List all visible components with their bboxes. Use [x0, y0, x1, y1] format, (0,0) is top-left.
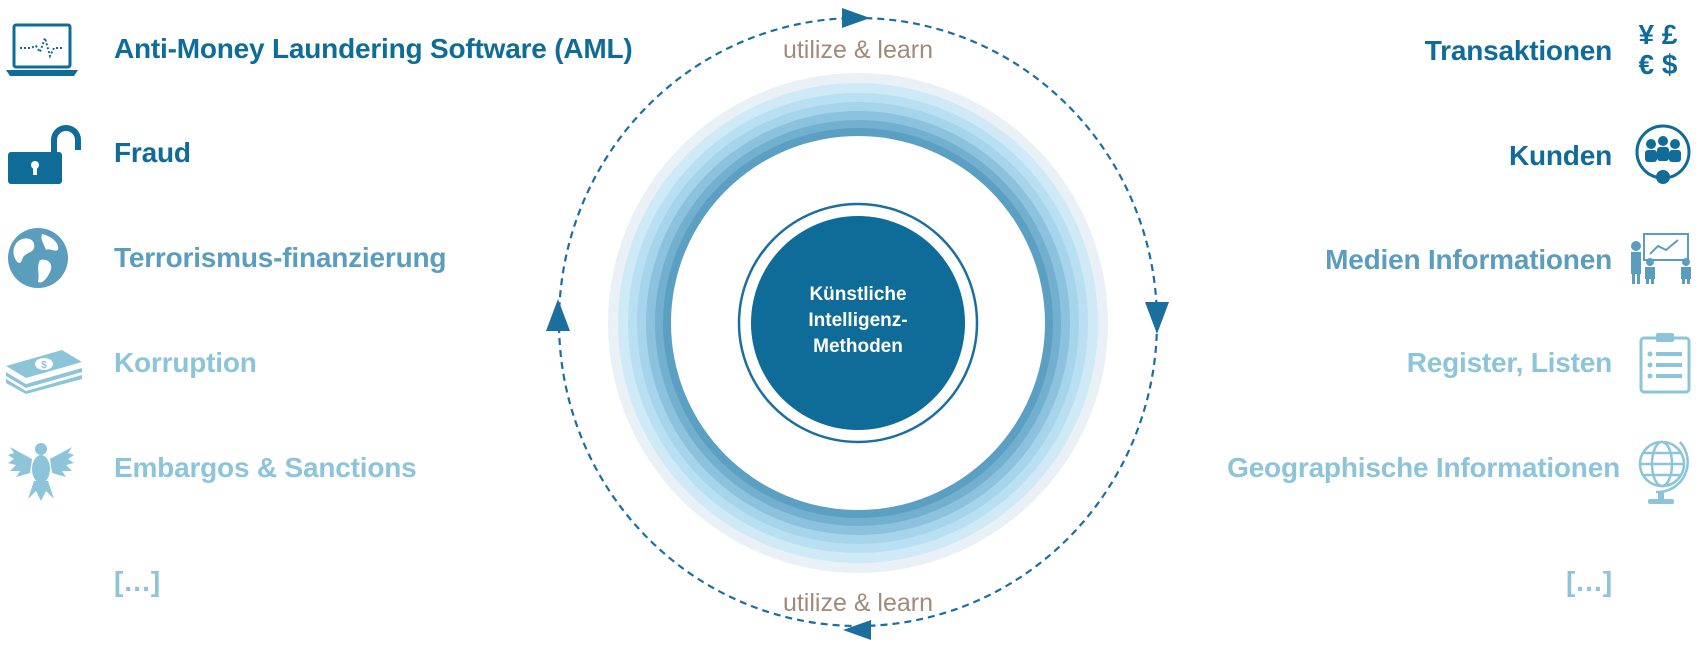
globe-earth-icon — [8, 228, 68, 288]
left-item-aml: Anti-Money Laundering Software (AML) — [114, 33, 633, 64]
right-item-geographic-information: Geographische Informationen — [1227, 452, 1620, 483]
cycle-label-bottom: utilize & learn — [782, 589, 934, 617]
wire-globe-icon — [1638, 440, 1689, 504]
currency-symbols-icon: ¥ £ € $ — [1628, 20, 1688, 80]
media-presentation-icon — [1631, 233, 1691, 284]
eagle-emblem-icon — [8, 443, 74, 501]
cycle-arrow-top — [842, 8, 870, 28]
unlocked-padlock-icon — [8, 125, 81, 184]
customers-group-icon — [1635, 124, 1691, 184]
center-title: Künstliche Intelligenz- Methoden — [752, 282, 964, 360]
cycle-arrow-right — [1145, 302, 1169, 334]
currency-symbols-row-2: € $ — [1638, 49, 1678, 80]
cycle-arrow-left — [546, 299, 570, 331]
right-item-media-information: Medien Informationen — [1325, 244, 1612, 275]
laptop-chart-icon — [6, 23, 78, 76]
left-item-corruption: Korruption — [114, 347, 257, 378]
left-item-more: […] — [114, 566, 161, 597]
cycle-arrow-bottom — [843, 620, 871, 640]
money-stack-icon: $ — [6, 350, 82, 394]
left-item-fraud: Fraud — [114, 137, 191, 168]
cycle-label-top: utilize & learn — [782, 36, 934, 64]
left-item-terrorism-financing: Terrorismus-finanzierung — [114, 242, 447, 273]
center-title-line-2: Intelligenz- — [808, 310, 908, 331]
currency-symbols-row-1: ¥ £ — [1638, 19, 1678, 50]
core-outline-ring — [737, 202, 979, 444]
left-item-embargos-sanctions: Embargos & Sanctions — [114, 452, 417, 483]
clipboard-list-icon — [1639, 333, 1691, 394]
svg-text:$: $ — [41, 360, 47, 371]
center-title-line-3: Methoden — [813, 336, 903, 357]
right-item-registers-lists: Register, Listen — [1406, 347, 1613, 378]
right-item-customers: Kunden — [1508, 140, 1612, 171]
core-disc — [751, 216, 965, 430]
center-title-line-1: Künstliche — [809, 284, 907, 305]
right-item-more: […] — [1565, 566, 1612, 597]
right-item-transactions: Transaktionen — [1424, 35, 1612, 66]
